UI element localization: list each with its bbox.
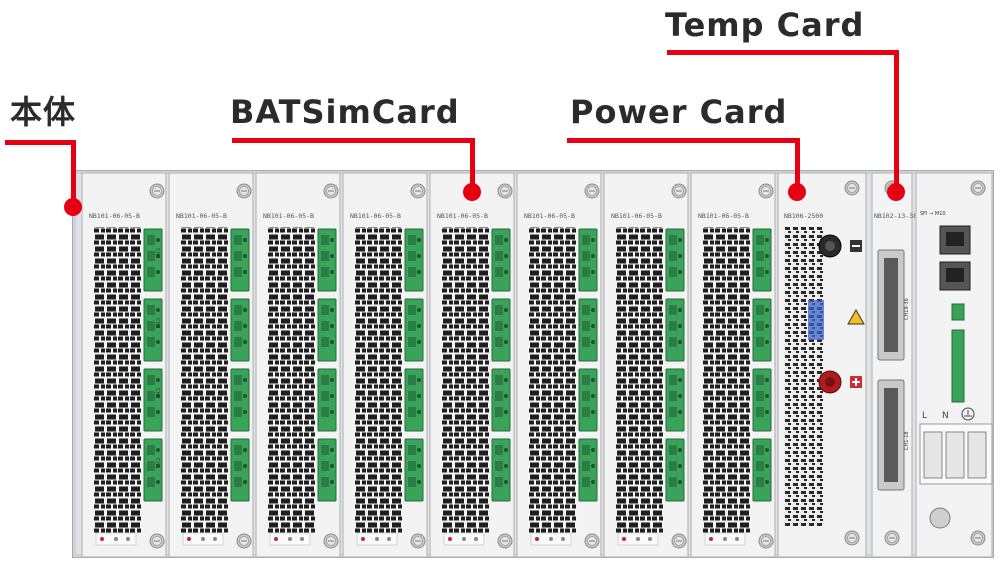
temp-port-label-lower: CH1-18 [904, 431, 910, 450]
bat-sim-card-marker [463, 183, 481, 201]
bat-sim-card-label: BATSimCard [230, 93, 460, 131]
bat-sim-card-leader-h [232, 138, 475, 143]
main-body-leader-v [71, 140, 76, 204]
temp-card-leader-h [667, 50, 899, 55]
main-body-leader-h [5, 140, 76, 145]
bat-sim-card-leader-v [470, 138, 475, 190]
temp-port-label-upper: CH19-36 [904, 298, 910, 320]
channel-label-ch1: CH1 [154, 458, 160, 468]
temp-card-leader-v [894, 50, 899, 190]
channel-label-ch3: CH3 [154, 318, 160, 328]
power-card-marker [788, 183, 806, 201]
warning-icon [847, 308, 865, 325]
power-card: NB106-2500 [777, 172, 867, 558]
card-model-1: NB101-06-05-B [89, 212, 140, 220]
temp-card-marker [887, 183, 905, 201]
device-chassis: NB101-06-05-B NB101-06-05-B NB101-06-05-… [72, 170, 994, 558]
n-label: N [942, 411, 949, 421]
power-card-leader-v [795, 138, 800, 190]
card-model-7: NB101-06-05-B [611, 212, 662, 220]
card-model-4: NB101-06-05-B [350, 212, 401, 220]
temp-card-label: Temp Card [665, 6, 865, 44]
card-model-5: NB101-06-05-B [437, 212, 488, 220]
power-card-model: NB106-2500 [784, 212, 823, 220]
card-model-6: NB101-06-05-B [524, 212, 575, 220]
channel-label-ch4: CH4 [154, 248, 160, 258]
io-panel: SFI → M10 L N [915, 172, 993, 558]
l-label: L [922, 411, 927, 421]
io-top-label: SFI → M10 [920, 211, 946, 217]
power-card-label: Power Card [570, 93, 788, 131]
ground-screw [929, 507, 951, 529]
temp-card-model: NB102-13-38 [874, 212, 917, 220]
channel-label-ch2: CH2 [154, 388, 160, 398]
main-body-marker [64, 198, 82, 216]
card-model-2: NB101-06-05-B [176, 212, 227, 220]
ground-icon [961, 407, 975, 421]
temp-card: NB102-13-38 CH19-36 CH1-18 [871, 172, 917, 558]
card-model-3: NB101-06-05-B [263, 212, 314, 220]
main-body-label: 本体 [10, 93, 77, 131]
card-model-8: NB101-06-05-B [698, 212, 749, 220]
power-card-leader-h [567, 138, 800, 143]
signal-terminal-block [951, 329, 965, 403]
